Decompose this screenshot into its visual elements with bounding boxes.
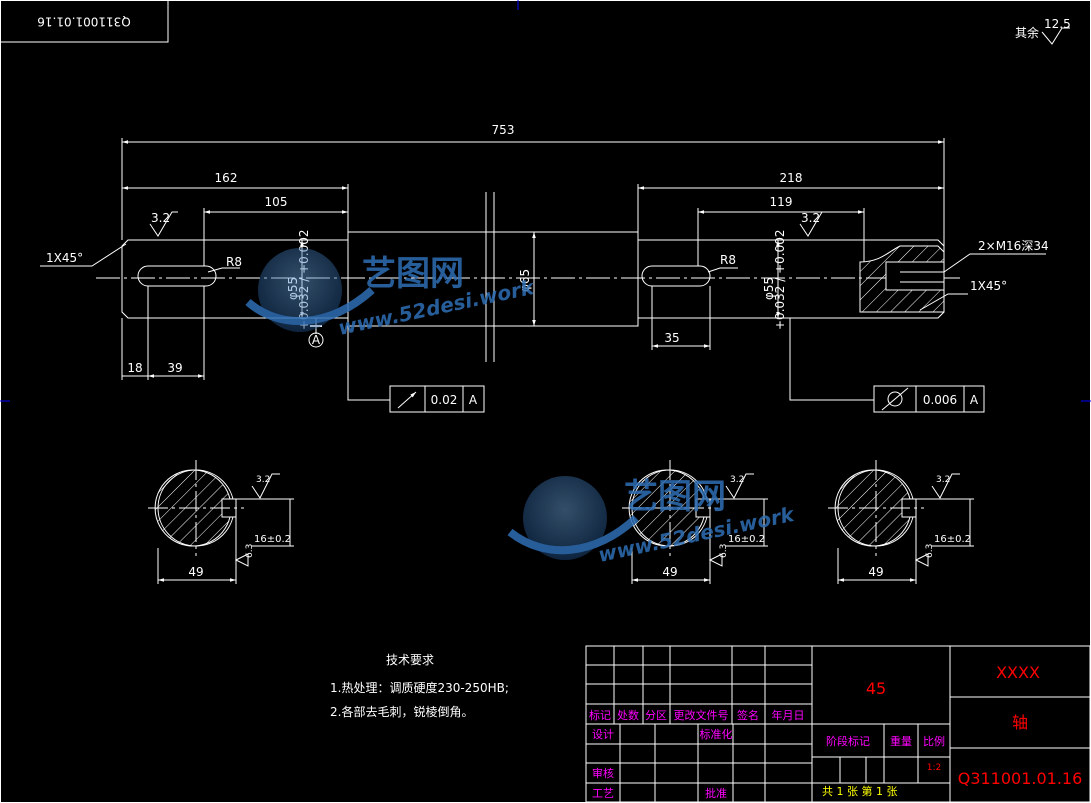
tb-scale: 比例	[923, 734, 945, 748]
fillet-left: R8	[226, 255, 242, 269]
tolerance-frame-cylindricity: 0.006 A	[789, 318, 985, 413]
section-roughness-top: 3.2	[256, 475, 270, 485]
tb-sheets: 共 1 张 第 1 张	[822, 784, 897, 798]
title-block-text: 标记 处数 分区 更改文件号 签名 年月日 设计 标准化 阶段标记 重量 比例 …	[589, 663, 1082, 800]
tech-item-2: 2.各部去毛刺，锐棱倒角。	[330, 704, 473, 719]
tb-header-2: 处数	[617, 709, 639, 722]
dim-18: 18	[127, 361, 142, 375]
finish-note-label: 其余	[1015, 25, 1039, 40]
globe-logo-icon	[523, 476, 607, 560]
tolerance-frame-runout: 0.02 A	[347, 326, 485, 413]
dia-mid: φ65	[518, 269, 532, 292]
section-width: 49	[188, 565, 203, 579]
section-views: 49 16±0.2 3.2 6.3 49 16±0.2 3.2 6.3 49 16±0.2 3.2 6…	[148, 460, 974, 584]
tb-header-3: 分区	[645, 709, 667, 722]
tb-stage: 阶段标记	[826, 734, 870, 748]
section-depth: 16±0.2	[728, 534, 765, 545]
section-roughness-top: 3.2	[936, 475, 950, 485]
dim-right-section: 218	[780, 171, 803, 185]
shaft-main-view	[96, 192, 960, 362]
dim-39: 39	[167, 361, 182, 375]
dia-right: φ55	[762, 277, 776, 300]
cyl-value: 0.006	[923, 393, 957, 407]
dim-left-keyway: 105	[265, 195, 288, 209]
section-roughness-side: 6.3	[925, 544, 935, 558]
chamfer-right: 1X45°	[970, 279, 1007, 293]
dimensions	[40, 138, 1046, 380]
thread-note: 2×M16深34	[978, 239, 1049, 253]
fillet-right: R8	[720, 253, 736, 267]
surface-finish-note: 其余 12.5	[1015, 17, 1071, 45]
tb-approve: 批准	[705, 786, 727, 800]
tb-standard: 标准化	[700, 727, 733, 741]
section-width: 49	[662, 565, 677, 579]
datum-a: A	[312, 333, 321, 347]
roughness-left: 3.2	[151, 211, 170, 225]
tb-company: XXXX	[996, 663, 1040, 682]
runout-value: 0.02	[431, 393, 458, 407]
section-roughness-side: 6.3	[719, 544, 729, 558]
tb-drawing-number: Q311001.01.16	[958, 769, 1083, 788]
finish-note-value: 12.5	[1044, 17, 1071, 31]
tb-review: 审核	[592, 766, 614, 780]
watermark-brand-2: 艺图网	[624, 477, 726, 517]
drawing-number-rotated: Q311001.01.16	[37, 15, 130, 29]
section-view: 49 16±0.2 3.2 6.3	[828, 460, 974, 584]
title-block	[585, 645, 1091, 803]
globe-logo-icon	[258, 248, 342, 332]
tb-design: 设计	[592, 728, 614, 741]
section-depth: 16±0.2	[254, 534, 291, 545]
tb-header-4: 更改文件号	[674, 708, 729, 722]
thread-section	[859, 245, 945, 313]
dim-35: 35	[664, 331, 679, 345]
runout-datum: A	[469, 393, 478, 407]
tb-part-name: 轴	[1012, 713, 1028, 732]
tech-title: 技术要求	[386, 653, 434, 667]
roughness-right: 3.2	[801, 211, 820, 225]
cyl-datum: A	[970, 393, 979, 407]
tb-scale-value: 1:2	[927, 763, 941, 773]
tb-process: 工艺	[592, 787, 614, 800]
dim-overall: 753	[492, 123, 515, 137]
section-width: 49	[868, 565, 883, 579]
section-view: 49 16±0.2 3.2 6.3	[622, 460, 768, 584]
chamfer-left: 1X45°	[46, 251, 83, 265]
tb-header-1: 标记	[589, 708, 611, 722]
tb-weight: 重量	[890, 734, 912, 748]
section-view: 49 16±0.2 3.2 6.3	[148, 460, 294, 584]
tb-material: 45	[866, 679, 886, 698]
dim-left-section: 162	[215, 171, 238, 185]
section-roughness-top: 3.2	[730, 475, 744, 485]
tech-requirements: 技术要求 1.热处理：调质硬度230-250HB; 2.各部去毛刺，锐棱倒角。	[330, 653, 509, 719]
drawing-number-box: Q311001.01.16	[0, 0, 169, 43]
tb-header-6: 年月日	[772, 708, 805, 722]
dimension-labels: 753 162 105 218 119 18 39 35 1X45° 1X45°…	[46, 123, 1049, 375]
section-roughness-side: 6.3	[245, 544, 255, 558]
watermark-brand-1: 艺图网	[362, 254, 464, 294]
tech-item-1: 1.热处理：调质硬度230-250HB;	[330, 680, 509, 695]
tb-header-5: 签名	[737, 708, 759, 722]
dim-right-keyway: 119	[770, 195, 793, 209]
section-depth: 16±0.2	[934, 534, 971, 545]
dia-right-tol: +0.032 / +0.002	[773, 230, 787, 331]
